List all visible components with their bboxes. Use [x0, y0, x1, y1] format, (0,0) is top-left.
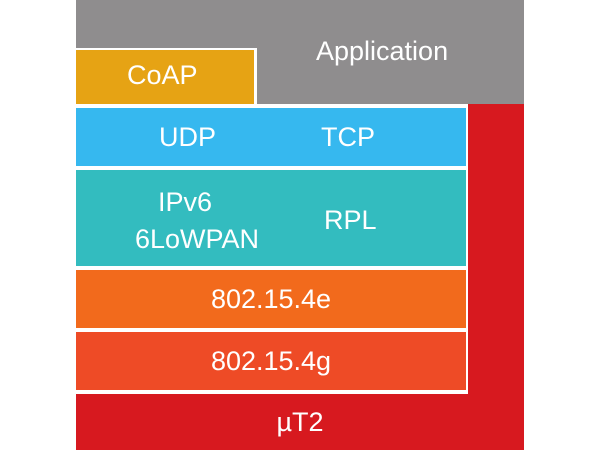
network-layer: IPv6 6LoWPAN RPL: [76, 170, 466, 266]
ut2-label: µT2: [276, 407, 324, 437]
udp-label: UDP: [159, 122, 217, 152]
ut2-layer-side: [468, 104, 524, 394]
ieee-802-15-4g-label: 802.15.4g: [210, 346, 332, 376]
ieee-802-15-4g-layer: 802.15.4g: [76, 332, 466, 390]
ipv6-label: IPv6: [158, 187, 213, 217]
ieee-802-15-4e-layer: 802.15.4e: [76, 270, 466, 328]
rpl-label: RPL: [324, 205, 377, 235]
tcp-label: TCP: [321, 122, 375, 152]
application-label: Application: [316, 36, 449, 66]
coap-layer: CoAP: [76, 48, 257, 104]
coap-label: CoAP: [127, 60, 198, 90]
transport-layer: UDP TCP: [76, 108, 466, 166]
ut2-layer: µT2: [76, 394, 524, 450]
6lowpan-label: 6LoWPAN: [135, 224, 260, 254]
ieee-802-15-4e-label: 802.15.4e: [210, 284, 332, 314]
